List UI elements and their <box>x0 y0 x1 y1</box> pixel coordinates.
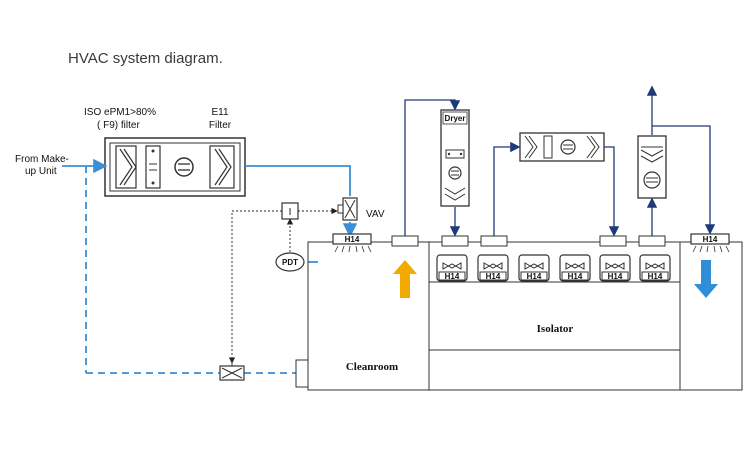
return-air-duct <box>85 166 296 374</box>
exhaust-unit <box>637 135 667 199</box>
isolator-label: Isolator <box>537 323 574 335</box>
hepa-terminal-right: H14 <box>690 233 730 253</box>
vav-damper-icon <box>337 197 358 221</box>
controller-label: I <box>289 207 292 218</box>
air-handling-unit <box>104 137 246 197</box>
isolator-duct-lines <box>404 85 716 237</box>
svg-text:H14: H14 <box>608 272 623 281</box>
damper-panel-icon <box>145 145 161 189</box>
ffu-1: H14 <box>436 254 468 282</box>
vav-label: VAV <box>366 209 385 220</box>
controller: I <box>281 202 299 220</box>
svg-text:H14: H14 <box>486 272 501 281</box>
svg-text:H14: H14 <box>527 272 542 281</box>
ffu-5: H14 <box>599 254 631 282</box>
prefilter-label-line1: ISO ePM1>80% <box>84 107 156 118</box>
final-filter-icon <box>209 145 235 189</box>
final-filter-label-line1: E11 <box>211 107 228 118</box>
diagram-title: HVAC system diagram. <box>68 50 223 67</box>
up-arrow-icon <box>393 260 417 298</box>
hepa-terminal-left: H14 <box>332 233 372 253</box>
return-grille <box>295 359 309 388</box>
svg-text:H14: H14 <box>568 272 583 281</box>
makeup-label-line2: up Unit <box>25 166 57 177</box>
pdt-label: PDT <box>282 258 298 267</box>
isolator-ffu-row: H14 H14 H14 H14 H14 <box>436 254 671 282</box>
down-arrow-icon <box>694 260 718 298</box>
svg-text:H14: H14 <box>345 235 360 244</box>
svg-text:H14: H14 <box>648 272 663 281</box>
prefilter-label-line2: ( F9) filter <box>97 120 140 131</box>
svg-text:H14: H14 <box>703 235 718 244</box>
return-damper-icon <box>219 360 245 381</box>
svg-text:H14: H14 <box>445 272 460 281</box>
final-filter-label-line2: Filter <box>209 120 232 131</box>
ffu-4: H14 <box>559 254 591 282</box>
dryer-label: Dryer <box>445 114 466 123</box>
fan-icon <box>174 157 194 177</box>
dryer-unit: Dryer <box>440 109 470 207</box>
control-signal-lines <box>228 207 338 364</box>
isolator-air-unit <box>519 132 605 162</box>
prefilter-icon <box>115 145 137 189</box>
cleanroom-outline <box>307 241 743 391</box>
ffu-2: H14 <box>477 254 509 282</box>
pdt-sensor: PDT <box>275 252 305 272</box>
ceiling-connections <box>391 235 666 247</box>
makeup-label-line1: From Make- <box>15 154 69 165</box>
cleanroom-label: Cleanroom <box>346 361 398 373</box>
ffu-6: H14 <box>639 254 671 282</box>
supply-air-duct <box>62 158 358 263</box>
ffu-3: H14 <box>518 254 550 282</box>
